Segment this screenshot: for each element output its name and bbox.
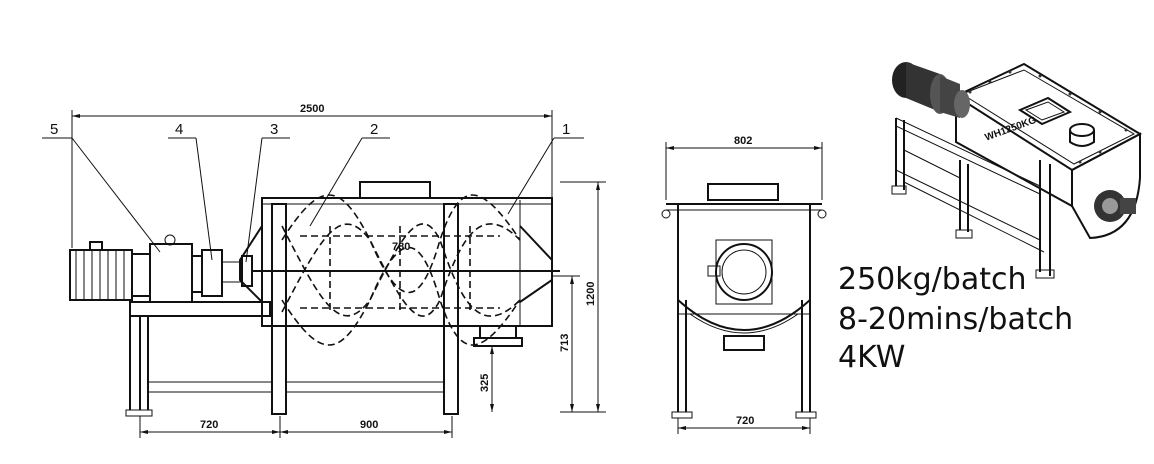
dim-height-total: 1200 xyxy=(585,282,597,306)
callout-5: 5 xyxy=(50,121,58,138)
callout-1: 1 xyxy=(562,121,570,138)
callout-4: 4 xyxy=(175,121,183,138)
dim-height-discharge: 713 xyxy=(559,334,571,352)
dim-end-base-width: 720 xyxy=(736,415,754,427)
dim-end-top-width: 802 xyxy=(734,135,752,147)
callout-2: 2 xyxy=(370,121,378,138)
trough xyxy=(261,197,553,327)
callout-3: 3 xyxy=(270,121,278,138)
dim-total-length: 2500 xyxy=(300,103,324,115)
bearing-circle xyxy=(715,243,773,301)
isometric-view: WH1250KG xyxy=(891,62,1143,279)
spec-capacity: 250kg/batch xyxy=(838,262,1027,297)
dim-helix-width: 780 xyxy=(392,241,410,253)
dim-height-outlet: 325 xyxy=(479,374,491,392)
side-view: 2500 xyxy=(42,103,606,438)
dim-motor-section: 720 xyxy=(200,419,218,431)
end-view: 802 720 xyxy=(661,135,827,434)
motor xyxy=(69,249,133,301)
spec-mixing-time: 8-20mins/batch xyxy=(838,302,1074,337)
spec-power: 4KW xyxy=(838,340,906,375)
dim-leg-span: 900 xyxy=(360,419,378,431)
iso-motor xyxy=(892,62,970,118)
gearbox xyxy=(149,243,193,303)
